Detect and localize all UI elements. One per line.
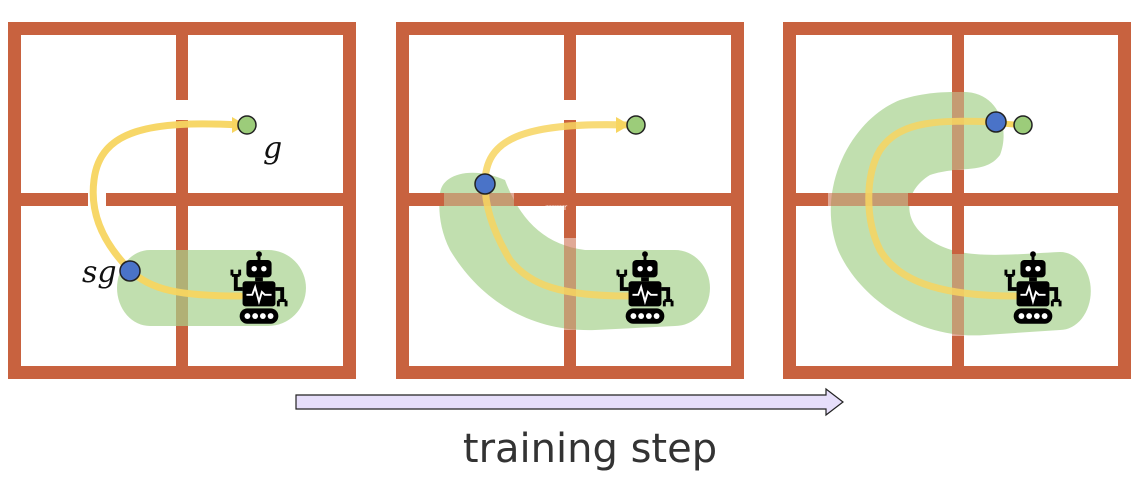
panel-2: rrrrrrr: [396, 22, 744, 379]
maze-walls: [8, 22, 356, 379]
trajectory-path: [89, 120, 244, 300]
trajectory-path: [481, 121, 632, 300]
goal-label: g: [263, 131, 282, 166]
panel-1: g sg: [8, 22, 356, 379]
subgoal-label: sg: [82, 255, 117, 290]
trajectory-arrowhead: [616, 117, 630, 133]
caption-text: training step: [463, 426, 717, 472]
maze-walls: [783, 22, 1131, 379]
arrow-right-icon: [295, 387, 844, 417]
goal-marker-icon: [1013, 115, 1033, 135]
goal-marker-icon: [237, 115, 257, 135]
stray-text: rrrrrrr: [545, 203, 568, 212]
panel-3: [783, 22, 1131, 379]
subgoal-marker-icon: [119, 260, 141, 282]
subgoal-marker-icon: [985, 111, 1007, 133]
maze-walls: [396, 22, 744, 379]
subgoal-marker-icon: [474, 173, 496, 195]
goal-marker-icon: [626, 115, 646, 135]
trajectory-path: [865, 117, 1019, 300]
